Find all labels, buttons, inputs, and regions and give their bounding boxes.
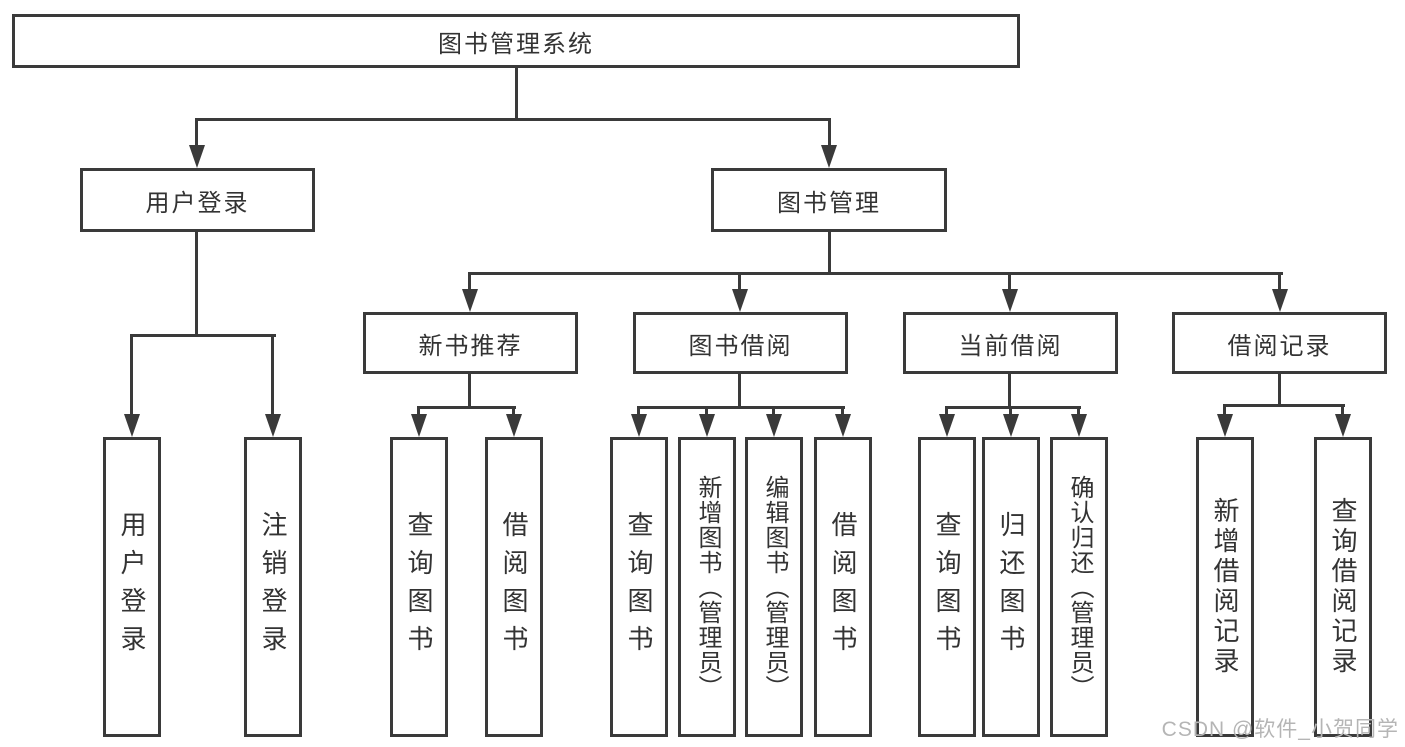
connector-drop-leaf	[841, 406, 844, 416]
arrow-down-icon	[939, 414, 955, 437]
node-user-login: 用户登录	[80, 168, 315, 232]
connector-current-borrow-stem	[1008, 374, 1011, 408]
node-book-management: 图书管理	[711, 168, 947, 232]
node-library-management-system: 图书管理系统	[12, 14, 1020, 68]
leaf-edit-books-admin: 编辑图书（管理员）	[745, 437, 803, 737]
arrow-down-icon	[1272, 289, 1288, 312]
leaf-add-books-admin: 新增图书（管理员）	[678, 437, 736, 737]
node-current-borrowing: 当前借阅	[903, 312, 1118, 374]
connector-new-book-bar	[417, 406, 516, 409]
connector-book-borrow-bar	[637, 406, 845, 409]
connector-book-borrow-stem	[738, 374, 741, 408]
arrow-down-icon	[506, 414, 522, 437]
connector-drop-book-borrow	[738, 272, 741, 292]
arrow-down-icon	[699, 414, 715, 437]
leaf-user-login: 用户登录	[103, 437, 161, 737]
connector-drop-leaf	[637, 406, 640, 416]
connector-drop-leaf	[1077, 406, 1080, 416]
connector-drop-leaf	[772, 406, 775, 416]
arrow-down-icon	[1071, 414, 1087, 437]
leaf-query-borrow-record: 查询借阅记录	[1314, 437, 1372, 737]
connector-root-bar	[196, 118, 831, 121]
connector-current-borrow-bar	[945, 406, 1081, 409]
connector-drop-leaf	[130, 334, 133, 416]
arrow-down-icon	[1002, 289, 1018, 312]
connector-drop-leaf	[945, 406, 948, 416]
node-new-book-recommend: 新书推荐	[363, 312, 578, 374]
leaf-borrow-books-recommend: 借阅图书	[485, 437, 543, 737]
connector-user-login-stem	[195, 232, 198, 336]
connector-drop-new-book	[468, 272, 471, 292]
leaf-confirm-return-admin: 确认归还（管理员）	[1050, 437, 1108, 737]
connector-borrow-record-stem	[1278, 374, 1281, 406]
connector-borrow-record-bar	[1223, 404, 1345, 407]
leaf-query-books-recommend: 查询图书	[390, 437, 448, 737]
leaf-return-books: 归还图书	[982, 437, 1040, 737]
arrow-down-icon	[631, 414, 647, 437]
node-book-borrowing: 图书借阅	[633, 312, 848, 374]
connector-drop-user-login	[195, 118, 198, 148]
connector-root-stem	[515, 68, 518, 119]
csdn-watermark: CSDN @软件_小贺同学	[1161, 718, 1399, 741]
arrow-down-icon	[189, 145, 205, 168]
connector-drop-leaf	[512, 406, 515, 416]
arrow-down-icon	[411, 414, 427, 437]
connector-drop-leaf	[271, 334, 274, 416]
leaf-add-borrow-record: 新增借阅记录	[1196, 437, 1254, 737]
connector-drop-leaf	[417, 406, 420, 416]
connector-book-mgmt-stem	[828, 232, 831, 274]
leaf-query-books-current: 查询图书	[918, 437, 976, 737]
node-borrow-records: 借阅记录	[1172, 312, 1387, 374]
arrow-down-icon	[1003, 414, 1019, 437]
arrow-down-icon	[265, 414, 281, 437]
connector-drop-leaf	[1009, 406, 1012, 416]
connector-drop-current-borrow	[1008, 272, 1011, 292]
arrow-down-icon	[766, 414, 782, 437]
arrow-down-icon	[835, 414, 851, 437]
arrow-down-icon	[1335, 414, 1351, 437]
arrow-down-icon	[124, 414, 140, 437]
arrow-down-icon	[462, 289, 478, 312]
connector-new-book-stem	[468, 374, 471, 408]
connector-user-login-bar	[131, 334, 276, 337]
arrow-down-icon	[821, 145, 837, 168]
arrow-down-icon	[732, 289, 748, 312]
connector-drop-book-management	[828, 118, 831, 148]
connector-drop-leaf	[1223, 404, 1226, 416]
leaf-query-books-borrowing: 查询图书	[610, 437, 668, 737]
connector-drop-leaf	[1341, 404, 1344, 416]
leaf-borrow-books: 借阅图书	[814, 437, 872, 737]
connector-book-mgmt-bar	[468, 272, 1283, 275]
leaf-logout: 注销登录	[244, 437, 302, 737]
connector-drop-borrow-record	[1278, 272, 1281, 292]
arrow-down-icon	[1217, 414, 1233, 437]
connector-drop-leaf	[705, 406, 708, 416]
